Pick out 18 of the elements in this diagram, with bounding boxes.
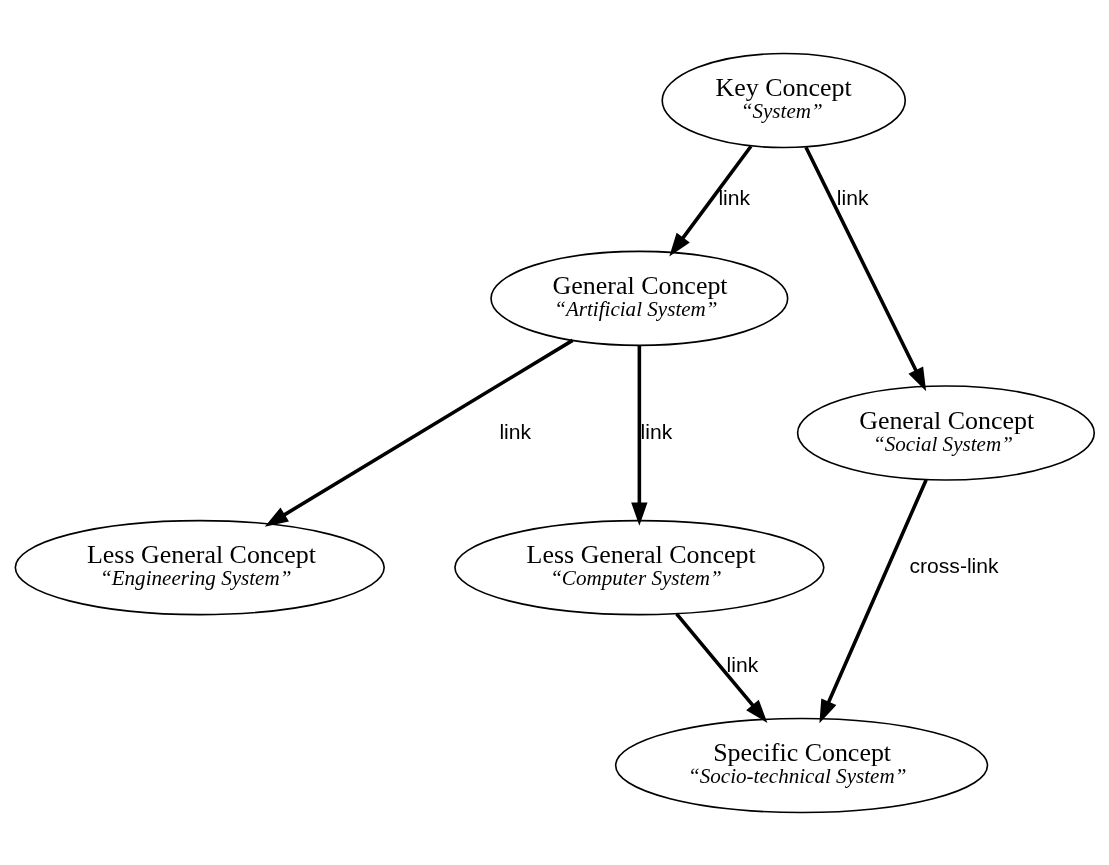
node-ellipse: Less General Concept “Computer System” (454, 519, 825, 615)
edge-label: cross-link (909, 553, 999, 577)
edge-label: link (836, 185, 869, 209)
node-ellipse: Less General Concept “Engineering System” (14, 519, 385, 615)
edge-label: link (718, 185, 751, 209)
node-ellipse: General Concept “Artificial System” (490, 250, 789, 346)
arrow (819, 478, 928, 723)
node-ellipse: Key Concept “System” (661, 52, 907, 148)
edge-label: link (499, 419, 532, 443)
edge-label: link (640, 419, 673, 443)
arrow (804, 145, 927, 391)
edge-label: link (726, 652, 759, 676)
arrow (631, 345, 648, 526)
arrow (675, 612, 768, 723)
arrow (264, 338, 574, 527)
node-ellipse: Specific Concept “Socio-technical System” (614, 717, 989, 813)
node-ellipse: General Concept “Social System” (796, 384, 1096, 481)
arrow (669, 144, 753, 256)
